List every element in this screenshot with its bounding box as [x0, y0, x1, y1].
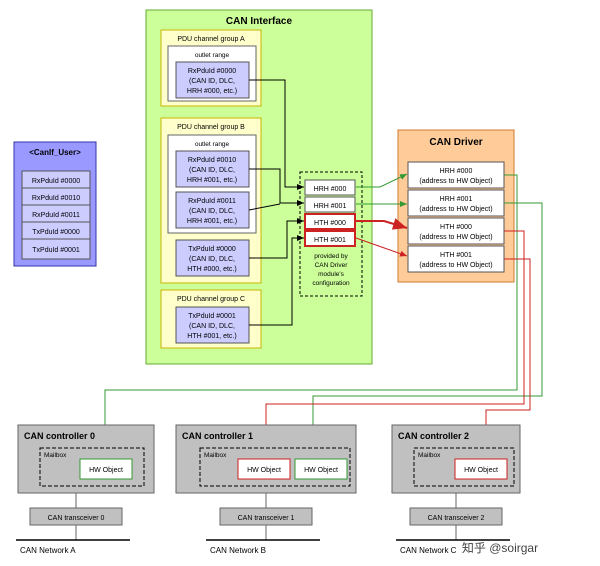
hw-object-1a: [237, 458, 291, 480]
can-transceiver-0-label: CAN transceiver 0: [48, 515, 105, 522]
can-controller-2-title: CAN controller 2: [398, 431, 469, 441]
txpdu-0001-l2: (CAN ID, DLC,: [189, 323, 235, 330]
can-interface-title: CAN Interface: [226, 16, 293, 27]
mailbox-1: [199, 447, 351, 487]
outlet-range-a-label: outlet range: [195, 52, 230, 59]
can-driver-title: CAN Driver: [429, 137, 482, 148]
line-hrh001-hw1b: [310, 202, 543, 458]
provided-note-l1: provided by: [314, 253, 348, 260]
handle-hth-000-label: HTH #000: [314, 220, 346, 227]
watermark: 知乎 @soirgar: [462, 541, 538, 555]
can-transceiver-2-label: CAN transceiver 2: [428, 515, 485, 522]
canif-user-inner: [21, 170, 91, 260]
mailbox-0: [39, 447, 145, 487]
handle-hth-000: [304, 213, 356, 230]
arrow-tx0001-hth001: [249, 235, 304, 326]
handle-hth-001: [304, 230, 356, 247]
mailbox-1-label: Mailbox: [204, 452, 227, 459]
outlet-range-b-label: outlet range: [195, 141, 230, 148]
txpdu-0000-l1: TxPduId #0000: [188, 246, 236, 253]
driver-hrh-000-l2: (address to HW Object): [419, 178, 492, 185]
line-hth000-hw1a: [263, 230, 525, 458]
transceivers: CAN transceiver 0 CAN transceiver 1 CAN …: [29, 493, 503, 540]
pdu-group-c-title: PDU channel group C: [177, 296, 245, 303]
can-controller-0-title: CAN controller 0: [24, 431, 95, 441]
handles-dashed-box: [299, 171, 363, 297]
provided-note-l3: module's: [318, 271, 345, 278]
handle-hrh-000-label: HRH #000: [314, 186, 347, 193]
driver-to-hw-lines: [102, 174, 543, 460]
canif-user-item-4: TxPduId #0001: [32, 247, 80, 254]
rxpdu-0000-a-l1: RxPduId #0000: [188, 68, 236, 75]
rxpdu-0011-l2: (CAN ID, DLC,: [189, 208, 235, 215]
rxpdu-0011: [175, 191, 250, 229]
txpdu-0000-l2: (CAN ID, DLC,: [189, 256, 235, 263]
provided-note-l2: CAN Driver: [315, 262, 349, 269]
rxpdu-0010-l2: (CAN ID, DLC,: [189, 167, 235, 174]
canif-user-item-1: RxPduId #0010: [32, 195, 80, 202]
driver-hth-000-l1: HTH #000: [440, 224, 472, 231]
hw-object-0: [79, 458, 133, 480]
handle-to-driver-arrows: [355, 173, 408, 257]
txpdu-0001-l3: HTH #001, etc.): [187, 333, 236, 340]
handle-hth-001-label: HTH #001: [314, 237, 346, 244]
arrow-hth000-driver: [356, 218, 408, 230]
can-driver-items: HRH #000 (address to HW Object) HRH #001…: [407, 161, 505, 273]
network-b-label: CAN Network B: [210, 546, 266, 555]
pdu-group-a-title: PDU channel group A: [177, 36, 245, 43]
driver-hrh-001-l2: (address to HW Object): [419, 206, 492, 213]
driver-hth-001: [407, 245, 505, 273]
rxpdu-0010-l3: HRH #001, etc.): [187, 177, 237, 184]
txpdu-0000: [175, 239, 250, 277]
arrow-hrh000-driver: [356, 173, 408, 188]
arrow-rx0010-hrh001: [249, 168, 304, 206]
network-a-label: CAN Network A: [20, 546, 76, 555]
driver-hrh-001-l1: HRH #001: [440, 196, 473, 203]
can-controller-1-title: CAN controller 1: [182, 431, 253, 441]
driver-hrh-000: [407, 161, 505, 189]
provided-note-l4: configuration: [312, 280, 350, 287]
pdu-group-b-title: PDU channel group B: [177, 124, 245, 131]
mailbox-2-label: Mailbox: [418, 452, 441, 459]
rxpdu-0011-l1: RxPduId #0011: [188, 198, 236, 205]
rxpdu-0011-l3: HRH #001, etc.): [187, 218, 237, 225]
network-c-label: CAN Network C: [400, 546, 457, 555]
driver-hth-000-l2: (address to HW Object): [419, 234, 492, 241]
canif-user-item-3: TxPduId #0000: [32, 229, 80, 236]
handle-hrh-001: [304, 196, 356, 213]
rxpdu-0010-l1: RxPduId #0010: [188, 157, 236, 164]
hw-object-1b-label: HW Object: [304, 467, 338, 474]
can-transceiver-1-label: CAN transceiver 1: [238, 515, 295, 522]
txpdu-0001-l1: TxPduId #0001: [188, 313, 236, 320]
handle-hrh-001-label: HRH #001: [314, 203, 347, 210]
hw-object-1b: [294, 458, 348, 480]
hw-object-2: [454, 458, 508, 480]
canif-user-list: RxPduId #0000 RxPduId #0010 RxPduId #001…: [21, 170, 91, 260]
txpdu-0000-l3: HTH #000, etc.): [187, 266, 236, 273]
canif-user-item-2: RxPduId #0011: [32, 212, 80, 219]
hw-object-0-label: HW Object: [89, 467, 123, 474]
hw-object-2-label: HW Object: [464, 467, 498, 474]
rxpdu-0000-a-l3: HRH #000, etc.): [187, 88, 237, 95]
rxpdu-0010: [175, 150, 250, 188]
line-hrh000-hw0: [102, 174, 518, 460]
mailbox-0-label: Mailbox: [44, 452, 67, 459]
handle-hrh-000: [304, 179, 356, 196]
canif-user-item-0: RxPduId #0000: [32, 178, 80, 185]
hw-object-1a-label: HW Object: [247, 467, 281, 474]
driver-hrh-000-l1: HRH #000: [440, 168, 473, 175]
arrow-rx0000-hrh000: [249, 79, 304, 190]
canif-user-title: <CanIf_User>: [29, 148, 81, 157]
arrow-hth001-driver: [355, 237, 408, 257]
driver-hth-001-l2: (address to HW Object): [419, 262, 492, 269]
rxpdu-0000-a-l2: (CAN ID, DLC,: [189, 78, 235, 85]
mailbox-2: [413, 447, 515, 487]
arrow-tx0000-hth000: [249, 218, 304, 259]
driver-hth-001-l1: HTH #001: [440, 252, 472, 259]
arrow-rx0011-hrh001: [248, 203, 281, 211]
pdu-to-handle-arrows: [248, 79, 304, 326]
